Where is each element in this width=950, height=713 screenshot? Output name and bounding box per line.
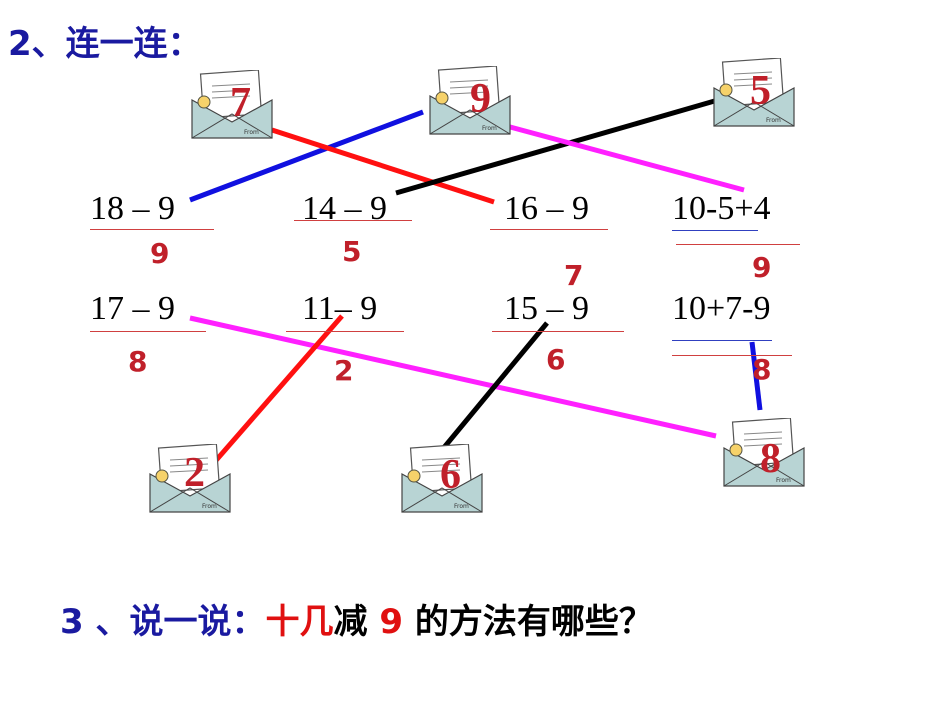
answer-14-9: 5 (342, 235, 362, 268)
answer-17-9: 8 (128, 345, 148, 378)
svg-text:From: From (482, 125, 497, 132)
answer-10+7-9: 8 (752, 353, 772, 386)
svg-text:From: From (454, 503, 469, 510)
svg-text:From: From (776, 477, 791, 484)
answer-underline (90, 229, 214, 230)
envelope-number: 5 (750, 68, 771, 114)
answer-underline (286, 331, 404, 332)
envelope-6[interactable]: From 6 (400, 444, 484, 514)
envelope-number: 7 (230, 80, 251, 126)
expression-10+7-9: 10+7-9 (672, 290, 771, 327)
connector-10-5-4 (483, 117, 745, 193)
answer-underline (294, 220, 412, 221)
envelope-icon: From (713, 58, 795, 127)
answer-11-9: 2 (334, 354, 354, 387)
expression-17-9: 17 – 9 (90, 290, 175, 327)
connector-17-9 (189, 315, 717, 439)
envelope-9[interactable]: From 9 (428, 66, 512, 136)
envelope-8[interactable]: From 8 (722, 418, 806, 488)
envelope-number: 2 (184, 450, 205, 496)
expression-10-5-4: 10-5+4 (672, 190, 771, 227)
expression-14-9: 14 – 9 (302, 190, 387, 227)
answer-underline (676, 244, 800, 245)
envelope-number: 9 (470, 76, 491, 122)
section-3-prefix: 3 、说一说： (60, 602, 266, 642)
svg-text:From: From (202, 503, 217, 510)
expression-15-9: 15 – 9 (504, 290, 589, 327)
envelope-5[interactable]: From 5 (712, 58, 796, 128)
envelope-icon: From (191, 70, 273, 139)
highlight-nine: 9 (379, 602, 404, 642)
answer-15-9: 6 (546, 343, 566, 376)
connector-15-9 (430, 321, 549, 464)
envelope-icon: From (401, 444, 483, 513)
expression-18-9: 18 – 9 (90, 190, 175, 227)
envelope-icon: From (429, 66, 511, 135)
svg-text:From: From (244, 129, 259, 136)
middle-text: 减 (333, 602, 368, 642)
envelope-icon: From (723, 418, 805, 487)
highlight-chars: 十几 (265, 602, 334, 642)
answer-16-9: 7 (564, 259, 584, 292)
answer-underline (90, 331, 206, 332)
envelope-number: 6 (440, 452, 461, 498)
svg-text:From: From (766, 117, 781, 124)
envelope-7[interactable]: From 7 (190, 70, 274, 140)
answer-18-9: 9 (150, 237, 170, 270)
expression-16-9: 16 – 9 (504, 190, 589, 227)
answer-underline (492, 331, 624, 332)
question-suffix: 的方法有哪些？ (414, 602, 653, 642)
answer-underline (490, 229, 608, 230)
envelope-icon: From (149, 444, 231, 513)
expression-11-9: 11– 9 (302, 290, 378, 327)
answer-underline (672, 230, 758, 231)
connector-11-9 (210, 314, 344, 467)
section-2-heading: 2、连一连： (8, 16, 202, 65)
section-3-heading: 3 、说一说：十几减 9 的方法有哪些？ (60, 594, 653, 643)
envelope-2[interactable]: From 2 (148, 444, 232, 514)
section-2-title: 2、连一连： (8, 24, 202, 64)
envelope-number: 8 (760, 436, 781, 482)
answer-10-5-4: 9 (752, 251, 772, 284)
answer-underline (672, 340, 772, 341)
answer-underline (672, 355, 792, 356)
